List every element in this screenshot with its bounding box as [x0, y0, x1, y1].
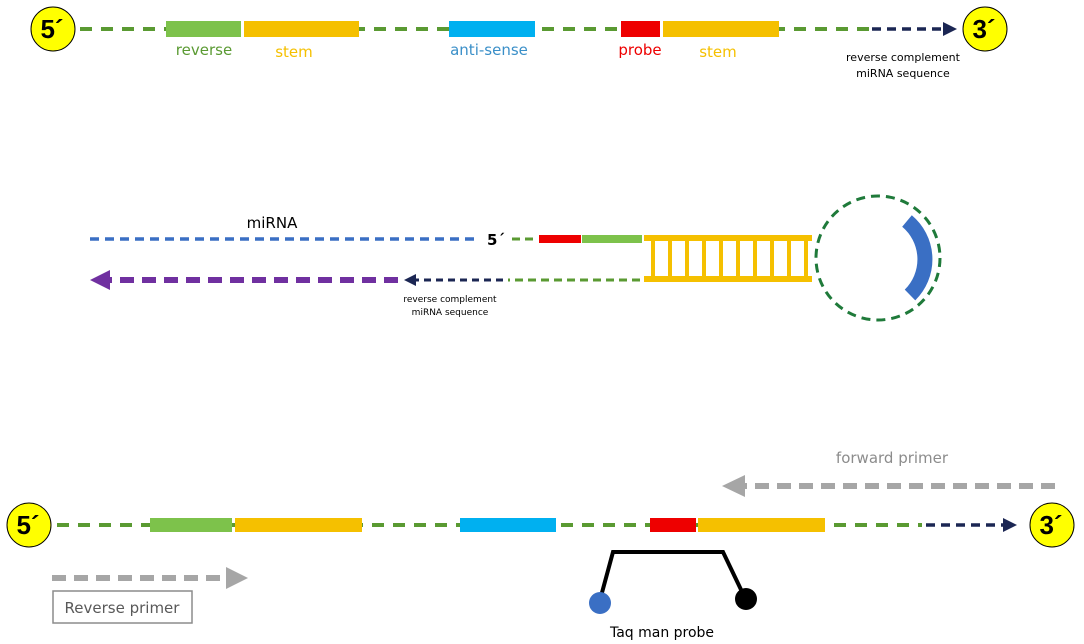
- top-anti-sense-segment: [449, 21, 535, 37]
- top-probe-label: probe: [618, 41, 661, 59]
- top-3prime-label: 3´: [972, 14, 995, 44]
- bottom-stem-left-segment: [235, 518, 362, 532]
- mirna-label: miRNA: [247, 214, 298, 232]
- stem-rung: [668, 240, 672, 277]
- top-reverse-label: reverse: [176, 41, 232, 59]
- stem-rung: [651, 240, 655, 277]
- middle-reverse-segment: [582, 235, 642, 243]
- top-reverse-segment: [166, 21, 241, 37]
- stem-rung: [753, 240, 757, 277]
- middle-stem-loop-hybrid: miRNA 5´ reverse complement miRNA: [90, 194, 942, 322]
- bottom-qpcr-construct: forward primer 5´ 3´ Reverse primer Taq …: [6, 449, 1075, 641]
- stem-rung: [787, 240, 791, 277]
- bottom-5prime-circle: [6, 502, 52, 548]
- top-stem-right-segment: [663, 21, 779, 37]
- stem-upper-rail: [644, 235, 812, 241]
- top-5prime-circle: [30, 6, 76, 52]
- top-probe-segment: [621, 21, 660, 37]
- top-stem-left-segment: [244, 21, 359, 37]
- stem-rung: [719, 240, 723, 277]
- bottom-stem-right-segment: [698, 518, 825, 532]
- bottom-reverse-segment: [150, 518, 232, 532]
- stem-rung: [685, 240, 689, 277]
- middle-rc-label-line2: miRNA sequence: [412, 308, 489, 318]
- bottom-3prime-label: 3´: [1039, 510, 1062, 540]
- taqman-probe-label: Taq man probe: [609, 625, 714, 641]
- stem-rung: [702, 240, 706, 277]
- stem-rung: [770, 240, 774, 277]
- top-rc-label-line1: reverse complement: [846, 51, 961, 64]
- taqman-quencher-icon: [735, 588, 757, 610]
- loop-circle: [814, 194, 942, 322]
- top-rc-label-line2: miRNA sequence: [856, 67, 950, 80]
- top-3prime-circle: [962, 6, 1008, 52]
- forward-primer-label: forward primer: [836, 449, 949, 467]
- bottom-anti-sense-segment: [460, 518, 556, 532]
- top-stem-left-label: stem: [275, 43, 313, 61]
- middle-5prime-label: 5´: [487, 231, 505, 249]
- stem-rungs: [651, 240, 808, 277]
- middle-probe-segment: [539, 235, 581, 243]
- stem-rung: [736, 240, 740, 277]
- forward-primer-arrowhead: [722, 475, 745, 497]
- stem-lower-rail: [644, 276, 812, 282]
- top-anti-sense-label: anti-sense: [450, 41, 528, 59]
- stem-rung: [804, 240, 808, 277]
- taqman-probe-body: [598, 550, 747, 601]
- cdna-extension-arrowhead: [90, 270, 110, 290]
- taqman-reporter-dye-icon: [589, 592, 611, 614]
- bottom-probe-segment: [650, 518, 696, 532]
- top-5prime-label: 5´: [40, 14, 63, 44]
- bottom-3prime-circle: [1029, 502, 1075, 548]
- reverse-primer-label: Reverse primer: [65, 599, 181, 617]
- reverse-primer-arrowhead: [226, 567, 248, 589]
- reverse-primer-box: [52, 590, 193, 624]
- middle-rc-label-line1: reverse complement: [403, 295, 497, 305]
- loop-anti-sense-arc: [901, 215, 933, 301]
- top-stem-loop-primer: 5´ 3´ reverse stem anti-sense probe stem…: [30, 6, 1008, 80]
- bottom-5prime-label: 5´: [16, 510, 39, 540]
- top-stem-right-label: stem: [699, 43, 737, 61]
